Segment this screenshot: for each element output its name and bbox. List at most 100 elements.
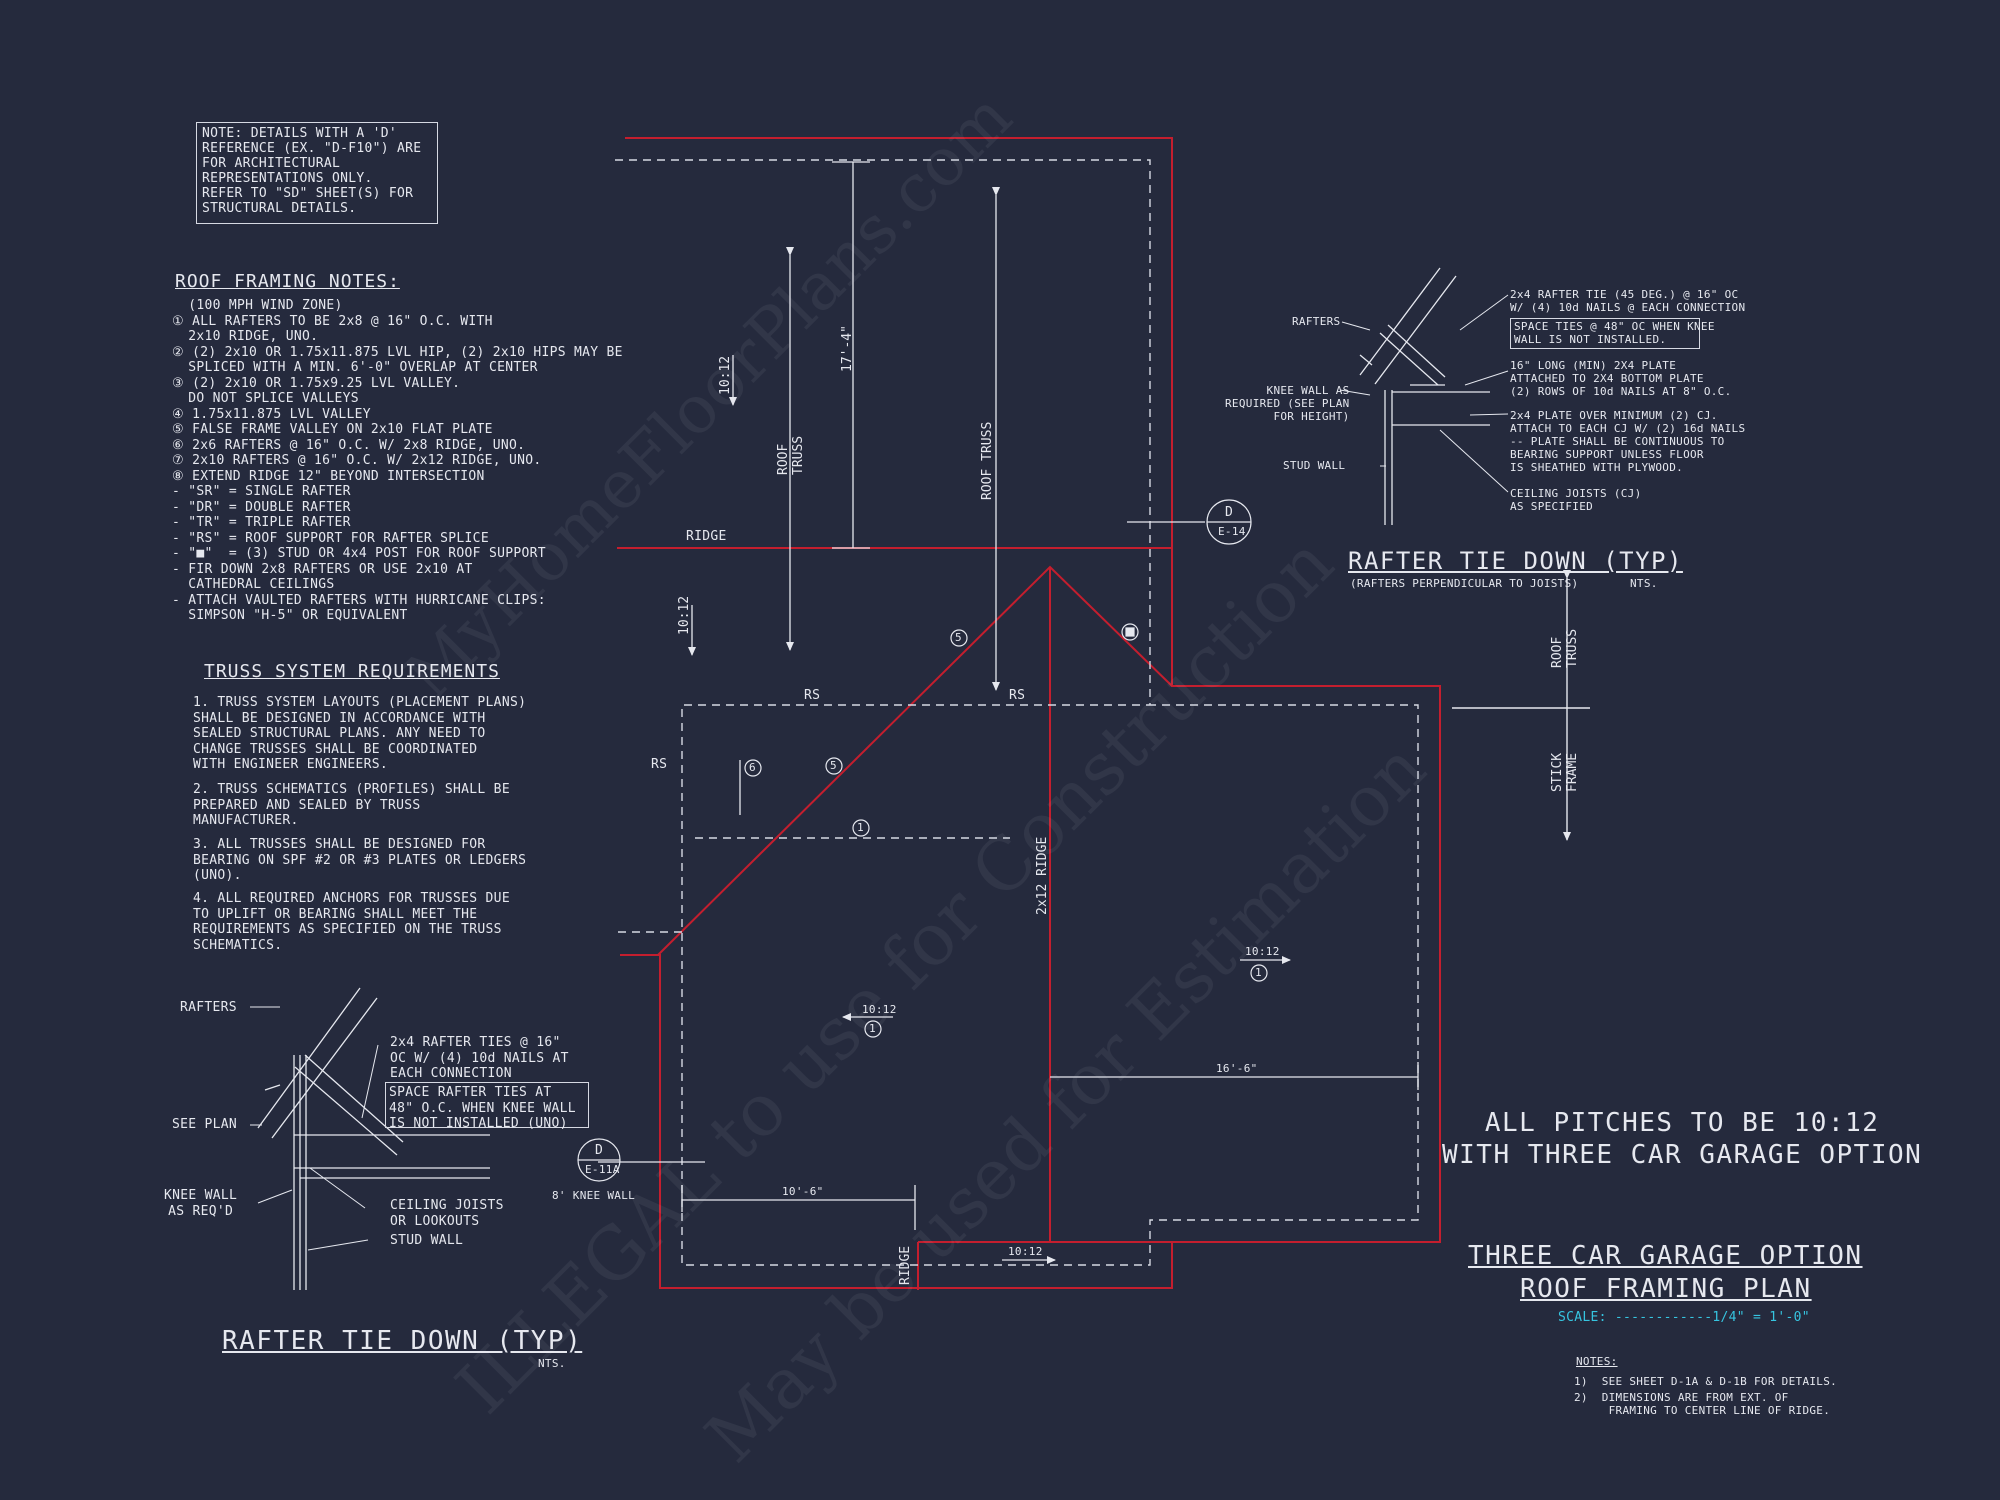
detail-right-cj: CEILING JOISTS (CJ) AS SPECIFIED	[1510, 487, 1642, 513]
plan-pitch-label: 10:12	[1245, 945, 1280, 958]
plan-rs-label: RS	[651, 757, 668, 772]
plan-roof-truss-a: ROOF TRUSS	[776, 435, 806, 475]
detail-right-bubble-top: D	[1225, 505, 1234, 520]
detail-left-bubble-top: D	[595, 1143, 604, 1158]
legend-roof-truss: ROOF TRUSS	[1550, 628, 1580, 668]
plan-rs-label: RS	[1009, 688, 1026, 703]
detail-left-space: SPACE RAFTER TIES AT 48" O.C. WHEN KNEE …	[389, 1085, 576, 1131]
note-1: 1) SEE SHEET D-1A & D-1B FOR DETAILS.	[1574, 1375, 1838, 1388]
detail-right-plate: 16" LONG (MIN) 2X4 PLATE ATTACHED TO 2X4…	[1510, 359, 1732, 398]
note-box	[196, 122, 438, 224]
roof-note-line: - "SR" = SINGLE RAFTER	[172, 484, 351, 499]
truss-req-item: 3. ALL TRUSSES SHALL BE DESIGNED FOR BEA…	[193, 837, 527, 883]
detail-right-stud-wall: STUD WALL	[1283, 459, 1346, 472]
pitch-note: ALL PITCHES TO BE 10:12 WITH THREE CAR G…	[1442, 1108, 1923, 1170]
roof-outline	[617, 137, 1441, 1290]
note-2: 2) DIMENSIONS ARE FROM EXT. OF FRAMING T…	[1574, 1391, 1831, 1417]
plan-roof-truss-b: ROOF TRUSS	[980, 421, 995, 500]
note-line: STRUCTURAL DETAILS.	[202, 201, 357, 216]
detail-right-knee: KNEE WALL AS REQUIRED (SEE PLAN FOR HEIG…	[1225, 384, 1350, 423]
detail-right-title: RAFTER TIE DOWN (TYP)	[1348, 547, 1683, 575]
roof-note-line: 2x10 RIDGE, UNO.	[172, 329, 319, 344]
roof-note-line: ① ALL RAFTERS TO BE 2x8 @ 16" O.C. WITH	[172, 313, 493, 329]
detail-left-space-box	[385, 1082, 589, 1128]
note-line: REFERENCE (EX. "D-F10") ARE	[202, 141, 422, 156]
roof-note-line: - "TR" = TRIPLE RAFTER	[172, 515, 351, 530]
title-line-2: ROOF FRAMING PLAN	[1520, 1274, 1812, 1304]
detail-left-ties: 2x4 RAFTER TIES @ 16" OC W/ (4) 10d NAIL…	[390, 1035, 569, 1081]
roof-note-line: - ATTACH VAULTED RAFTERS WITH HURRICANE …	[172, 592, 546, 608]
note-line: NOTE: DETAILS WITH A 'D'	[202, 126, 398, 141]
detail-left-knee-wall: KNEE WALL AS REQ'D	[164, 1188, 238, 1219]
roof-note-line: ⑦ 2x10 RAFTERS @ 16" O.C. W/ 2x12 RIDGE,…	[172, 453, 542, 468]
roof-note-line: - "DR" = DOUBLE RAFTER	[172, 499, 351, 515]
plan-dimensions	[681, 161, 1419, 1264]
roof-note-line: - FIR DOWN 2x8 RAFTERS OR USE 2x10 AT	[172, 561, 473, 577]
detail-left-nts: NTS.	[538, 1357, 566, 1370]
plan-dim-16: 16'-6"	[1216, 1062, 1258, 1075]
roof-note-line: SIMPSON "H-5" OR EQUIVALENT	[172, 608, 408, 623]
note-line: REFER TO "SD" SHEET(S) FOR	[202, 186, 414, 201]
plan-callout-5: 5	[830, 759, 837, 772]
plan-callout-6: 6	[749, 761, 756, 774]
roof-note-line: ⑥ 2x6 RAFTERS @ 16" O.C. W/ 2x8 RIDGE, U…	[172, 437, 526, 453]
detail-left-lines	[257, 987, 705, 1290]
roof-note-line: CATHEDRAL CEILINGS	[172, 577, 335, 592]
roof-note-line: ③ (2) 2x10 OR 1.75x9.25 LVL VALLEY.	[172, 375, 461, 391]
roof-note-line: ⑧ EXTEND RIDGE 12" BEYOND INTERSECTION	[172, 468, 485, 484]
roof-note-line: ⑤ FALSE FRAME VALLEY ON 2x10 FLAT PLATE	[172, 422, 493, 437]
plan-dim-17: 17'-4"	[840, 325, 855, 372]
plan-callout-1: 1	[869, 1022, 876, 1035]
notes-title: NOTES:	[1576, 1355, 1618, 1368]
roof-notes-title: ROOF FRAMING NOTES:	[175, 271, 400, 292]
detail-right-plate2: 2x4 PLATE OVER MINIMUM (2) CJ. ATTACH TO…	[1510, 409, 1746, 474]
detail-left-title: RAFTER TIE DOWN (TYP)	[222, 1326, 583, 1356]
roof-note-line: ④ 1.75x11.875 LVL VALLEY	[172, 406, 371, 422]
legend-stick-frame: STICK FRAME	[1550, 752, 1580, 792]
plan-pitch-label: 10:12	[1008, 1245, 1043, 1258]
plan-pitch-label: 10:12	[718, 355, 733, 395]
detail-left-see-plan: SEE PLAN	[172, 1117, 238, 1132]
scale-text: SCALE: ------------1/4" = 1'-0"	[1558, 1310, 1810, 1325]
roof-note-line: SPLICED WITH A MIN. 6'-0" OVERLAP AT CEN…	[172, 360, 538, 375]
wall-dashed-lines	[615, 159, 1419, 1266]
plan-ridge-label: RIDGE	[686, 529, 727, 544]
detail-right-subtitle: (RAFTERS PERPENDICULAR TO JOISTS)	[1350, 577, 1579, 590]
truss-req-item: 1. TRUSS SYSTEM LAYOUTS (PLACEMENT PLANS…	[193, 695, 527, 772]
detail-left-stud-wall: STUD WALL	[390, 1233, 464, 1248]
plan-rs-label: RS	[804, 688, 821, 703]
plan-pitch-label: 10:12	[677, 595, 692, 635]
plan-pitch-label: 10:12	[862, 1003, 897, 1016]
detail-right-lines	[1359, 267, 1490, 525]
plan-callout-1: 1	[857, 821, 864, 834]
legend-arrow	[1452, 570, 1590, 841]
detail-right-space: SPACE TIES @ 48" OC WHEN KNEE WALL IS NO…	[1514, 320, 1715, 346]
truss-req-item: 4. ALL REQUIRED ANCHORS FOR TRUSSES DUE …	[193, 891, 510, 953]
detail-right-space-box	[1510, 318, 1700, 349]
leader-lines	[250, 294, 1509, 1251]
plan-callout-circles	[577, 499, 1268, 1182]
roof-note-line: DO NOT SPLICE VALLEYS	[172, 391, 359, 406]
plan-dim-10: 10'-6"	[782, 1185, 824, 1198]
detail-right-nts: NTS.	[1630, 577, 1658, 590]
truss-req-item: 2. TRUSS SCHEMATICS (PROFILES) SHALL BE …	[193, 782, 510, 828]
roof-note-line: - "■" = (3) STUD OR 4x4 POST FOR ROOF SU…	[172, 546, 546, 561]
detail-right-bubble-bottom: E-14	[1218, 525, 1246, 538]
roof-note-line: (100 MPH WIND ZONE)	[172, 298, 343, 313]
plan-ridge-vertical: RIDGE	[898, 1245, 913, 1285]
plan-callout-5: 5	[955, 631, 962, 644]
plan-ridge-2x12: 2x12 RIDGE	[1035, 836, 1050, 915]
roof-note-line: ② (2) 2x10 OR 1.75x11.875 LVL HIP, (2) 2…	[172, 344, 623, 360]
roof-note-line: - "RS" = ROOF SUPPORT FOR RAFTER SPLICE	[172, 530, 489, 546]
truss-req-title: TRUSS SYSTEM REQUIREMENTS	[204, 661, 500, 682]
title-line-1: THREE CAR GARAGE OPTION	[1468, 1241, 1863, 1271]
detail-right-rafters-label: RAFTERS	[1292, 315, 1341, 328]
detail-left-bubble-bottom: E-11A	[585, 1163, 620, 1176]
plan-callout-1: 1	[1255, 966, 1262, 979]
note-line: REPRESENTATIONS ONLY.	[202, 171, 373, 186]
detail-right-tie: 2x4 RAFTER TIE (45 DEG.) @ 16" OC W/ (4)…	[1510, 288, 1746, 314]
note-line: FOR ARCHITECTURAL	[202, 156, 341, 171]
detail-left-ceiling: CEILING JOISTS OR LOOKOUTS	[390, 1198, 504, 1229]
detail-left-knee-note: 8' KNEE WALL	[552, 1189, 636, 1202]
